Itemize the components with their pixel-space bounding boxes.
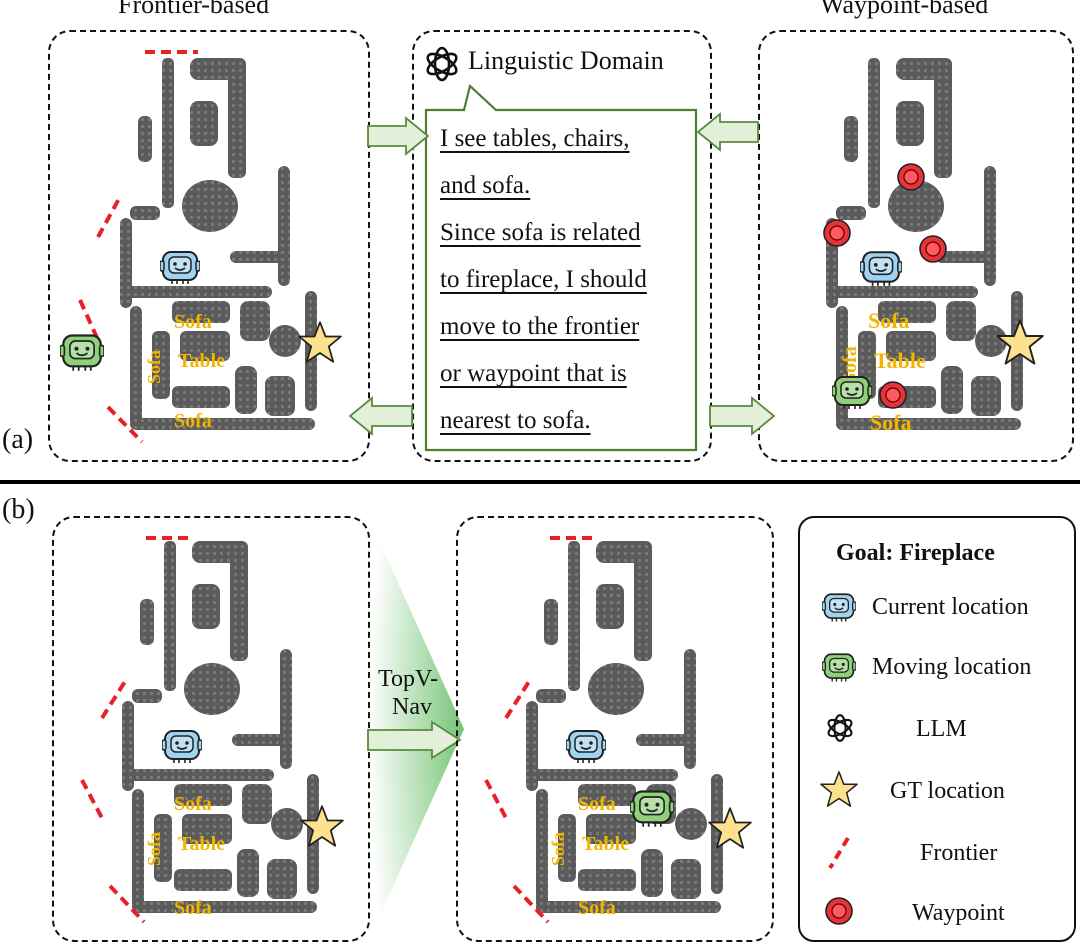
speech-line: I see tables, chairs, (440, 125, 630, 152)
current-robot-icon (566, 730, 606, 764)
speech-line: move to the frontier (440, 313, 640, 340)
legend-item-current: Current location (800, 586, 1074, 626)
map-label-sofa-bottom: Sofa (578, 897, 616, 919)
moving-robot-icon (60, 334, 104, 372)
speech-line: nearest to sofa. (440, 407, 591, 434)
legend-item-llm: LLM (800, 708, 1074, 748)
linguistic-panel (412, 30, 712, 462)
map-label-table: Table (582, 833, 629, 855)
moving-robot-icon (822, 653, 856, 683)
panel-divider (0, 480, 1080, 484)
frontier-dash-icon (828, 836, 850, 870)
legend-item-gt: GT location (800, 770, 1074, 810)
map-label-sofa: Sofa (174, 311, 212, 333)
waypoint-icon (879, 381, 907, 409)
transition-wedge (368, 516, 464, 942)
current-robot-icon (822, 593, 856, 623)
frontier-map-panel (48, 30, 370, 462)
map-label-sofa-bottom: Sofa (870, 410, 912, 435)
before-map: Sofa Table Sofa Sofa (54, 518, 368, 940)
after-map: Sofa Table Sofa Sofa (458, 518, 772, 940)
waypoint-icon (919, 235, 947, 263)
legend-label: Waypoint (912, 900, 1005, 926)
arrow-linguistic-to-frontier (348, 396, 413, 436)
map-label-sofa: Sofa (174, 793, 212, 815)
frontier-marks (78, 50, 198, 444)
frontier-title: Frontier-based (118, 0, 270, 19)
current-robot-icon (860, 251, 902, 287)
map-label-table: Table (874, 348, 926, 373)
legend-item-moving: Moving location (800, 646, 1074, 686)
arrow-frontier-to-linguistic (367, 116, 430, 156)
arrow-waypoint-to-linguistic (696, 112, 759, 152)
map-label-sofa-vertical: Sofa (144, 832, 164, 866)
legend-label: LLM (916, 716, 967, 742)
speech-line: or waypoint that is (440, 360, 627, 387)
waypoint-map-panel (758, 30, 1074, 462)
transition-label-line2: Nav (392, 694, 432, 720)
speech-text: I see tables, chairs, and sofa. Since so… (440, 115, 696, 444)
star-icon (820, 771, 858, 807)
map-label-sofa: Sofa (578, 793, 616, 815)
waypoint-map: Sofa Table Sofa Sofa (760, 32, 1072, 460)
current-robot-icon (160, 251, 200, 285)
waypoint-icon (825, 897, 853, 925)
llm-logo-icon (825, 714, 855, 742)
moving-robot-icon (832, 376, 872, 410)
speech-line: Since sofa is related (440, 219, 641, 246)
map-label-sofa-vertical: Sofa (839, 346, 861, 384)
current-robot-icon (162, 730, 202, 764)
linguistic-title: Linguistic Domain (468, 46, 664, 75)
speech-line: to fireplace, I should (440, 266, 647, 293)
waypoint-icon (897, 163, 925, 191)
legend: Goal: Fireplace Current location Moving … (798, 516, 1076, 942)
map-label-table: Table (178, 833, 225, 855)
panel-tag-b: (b) (2, 494, 35, 525)
legend-label: GT location (890, 778, 1005, 804)
map-label-sofa-bottom: Sofa (174, 410, 212, 432)
map-label-sofa-vertical: Sofa (548, 832, 568, 866)
map-label-sofa-vertical: Sofa (144, 350, 164, 384)
legend-label: Moving location (872, 654, 1032, 680)
transition-arrow (367, 720, 462, 760)
legend-item-waypoint: Waypoint (800, 892, 1074, 932)
frontier-marks (484, 536, 598, 924)
map-label-table: Table (178, 350, 225, 372)
map-label-sofa-bottom: Sofa (174, 897, 212, 919)
legend-item-frontier: Frontier (800, 832, 1074, 872)
speech-bubble (424, 83, 698, 452)
speech-line: and sofa. (440, 172, 531, 199)
after-map-panel (456, 516, 774, 942)
transition-label-line1: TopV- (378, 666, 439, 692)
llm-logo-icon (423, 46, 461, 82)
waypoint-icon (823, 219, 851, 247)
map-label-sofa: Sofa (868, 308, 910, 333)
legend-title: Goal: Fireplace (836, 540, 995, 566)
moving-robot-icon (630, 790, 674, 828)
legend-label: Frontier (920, 840, 998, 866)
panel-tag-a: (a) (2, 424, 34, 455)
legend-label: Current location (872, 594, 1029, 620)
frontier-marks (80, 536, 194, 924)
waypoint-title: Waypoint-based (820, 0, 989, 19)
arrow-linguistic-to-waypoint (709, 396, 776, 436)
frontier-map: Sofa Table Sofa Sofa (50, 32, 368, 460)
